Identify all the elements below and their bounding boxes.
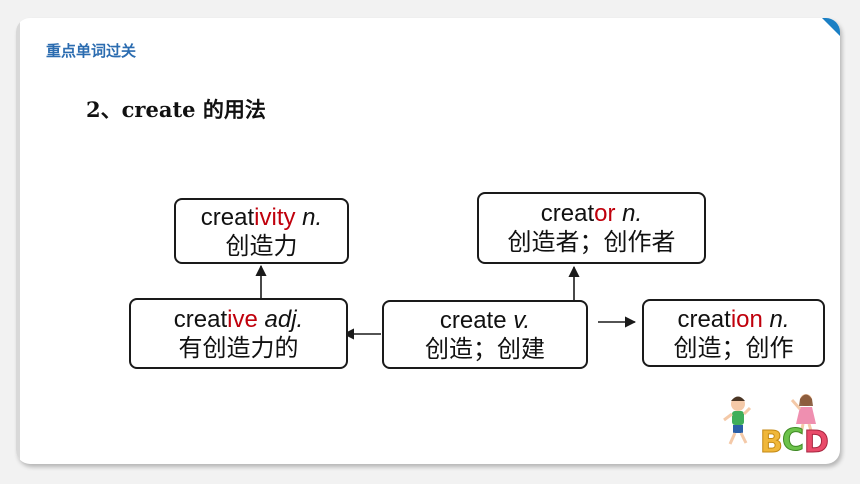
creator-stem: creat (540, 200, 595, 227)
boy-shorts (733, 425, 743, 433)
create-meaning: 创造；创建 (425, 335, 545, 363)
creation-stem: creat (677, 306, 731, 333)
boy-leg-2 (739, 432, 748, 444)
creative-ending: ive (227, 306, 258, 333)
girl-dress (796, 407, 816, 424)
box-creation: creation n. 创造；创作 (642, 299, 825, 367)
box-create: create v. 创造；创建 (382, 300, 588, 369)
heading-number: 2、 (86, 97, 122, 122)
creativity-meaning: 创造力 (225, 232, 298, 260)
creativity-pos: n. (302, 204, 323, 231)
boy-leg (728, 432, 737, 445)
girl-leg (799, 423, 805, 435)
creation-ending: ion (730, 306, 763, 333)
section-label: 重点单词过关 (46, 42, 137, 60)
slide: 重点单词过关 2、create 的用法 creativity n. 创造力 cr… (16, 18, 840, 464)
box-creator: creator n. 创造者；创作者 (477, 192, 706, 264)
girl-leg-2 (807, 423, 814, 435)
creator-meaning: 创造者；创作者 (507, 228, 676, 256)
creation-word: creation n. (644, 306, 823, 334)
corner-tab (822, 18, 840, 36)
create-word: create v. (384, 307, 586, 335)
creativity-stem: creat (200, 204, 255, 231)
girl-arm (790, 399, 802, 410)
kids-abc-illustration: B C D (723, 394, 829, 460)
creator-ending: or (594, 200, 616, 227)
arrows-layer (255, 264, 637, 340)
box-creative: creative adj. 有创造力的 (129, 298, 348, 369)
creator-pos: n. (622, 200, 643, 227)
heading-suffix: 的用法 (195, 97, 266, 122)
boy-hair (731, 396, 745, 401)
create-pos: v. (513, 307, 531, 334)
letter-d: D (804, 425, 829, 460)
girl-hair (799, 394, 813, 406)
creation-pos: n. (769, 306, 790, 333)
creation-meaning: 创造；创作 (673, 334, 794, 362)
letter-b: B (760, 425, 783, 460)
creative-stem: creat (173, 306, 228, 333)
letter-c: C (782, 423, 804, 458)
creative-meaning: 有创造力的 (178, 334, 299, 362)
creativity-word: creativity n. (176, 204, 347, 232)
create-base: create (439, 307, 507, 334)
boy-arm (723, 412, 733, 422)
heading: 2、create 的用法 (86, 94, 266, 124)
heading-word: create (121, 97, 196, 122)
creative-word: creative adj. (131, 306, 346, 334)
boy-arm-2 (742, 406, 752, 416)
creator-word: creator n. (479, 200, 704, 228)
box-creativity: creativity n. 创造力 (174, 198, 349, 264)
slide-left-bar (16, 18, 20, 464)
creativity-ending: ivity (254, 204, 296, 231)
boy-shirt (732, 411, 744, 425)
creative-pos: adj. (264, 306, 304, 333)
